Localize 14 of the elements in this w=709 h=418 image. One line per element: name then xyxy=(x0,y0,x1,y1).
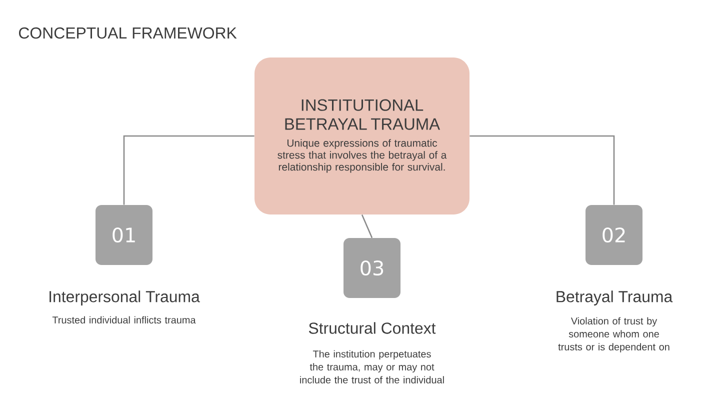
number-box: 01 xyxy=(96,205,152,265)
heading: CONCEPTUAL FRAMEWORK xyxy=(19,27,237,39)
description: Trusted individual inflicts trauma xyxy=(52,316,196,324)
description: Violation of trust by someone whom one trusts or is dependent on xyxy=(558,317,670,352)
description: The institution perpetuates the trauma, may or may not include the trust of the individual xyxy=(300,350,444,384)
connector-line xyxy=(470,135,615,205)
title-box: INSTITUTIONAL BETRAYAL TRAUMA Unique expressions of traumatic stress that involves the betrayal of a relationship responsible for survival. xyxy=(254,58,470,214)
section-heading: Betrayal Trauma xyxy=(556,290,673,306)
connector-line xyxy=(361,214,373,238)
number-box: 03 xyxy=(344,238,400,298)
number-box: 02 xyxy=(586,205,642,265)
section-heading: Interpersonal Trauma xyxy=(50,290,200,306)
connector-line xyxy=(123,135,254,205)
section-heading: Structural Context xyxy=(308,322,436,334)
